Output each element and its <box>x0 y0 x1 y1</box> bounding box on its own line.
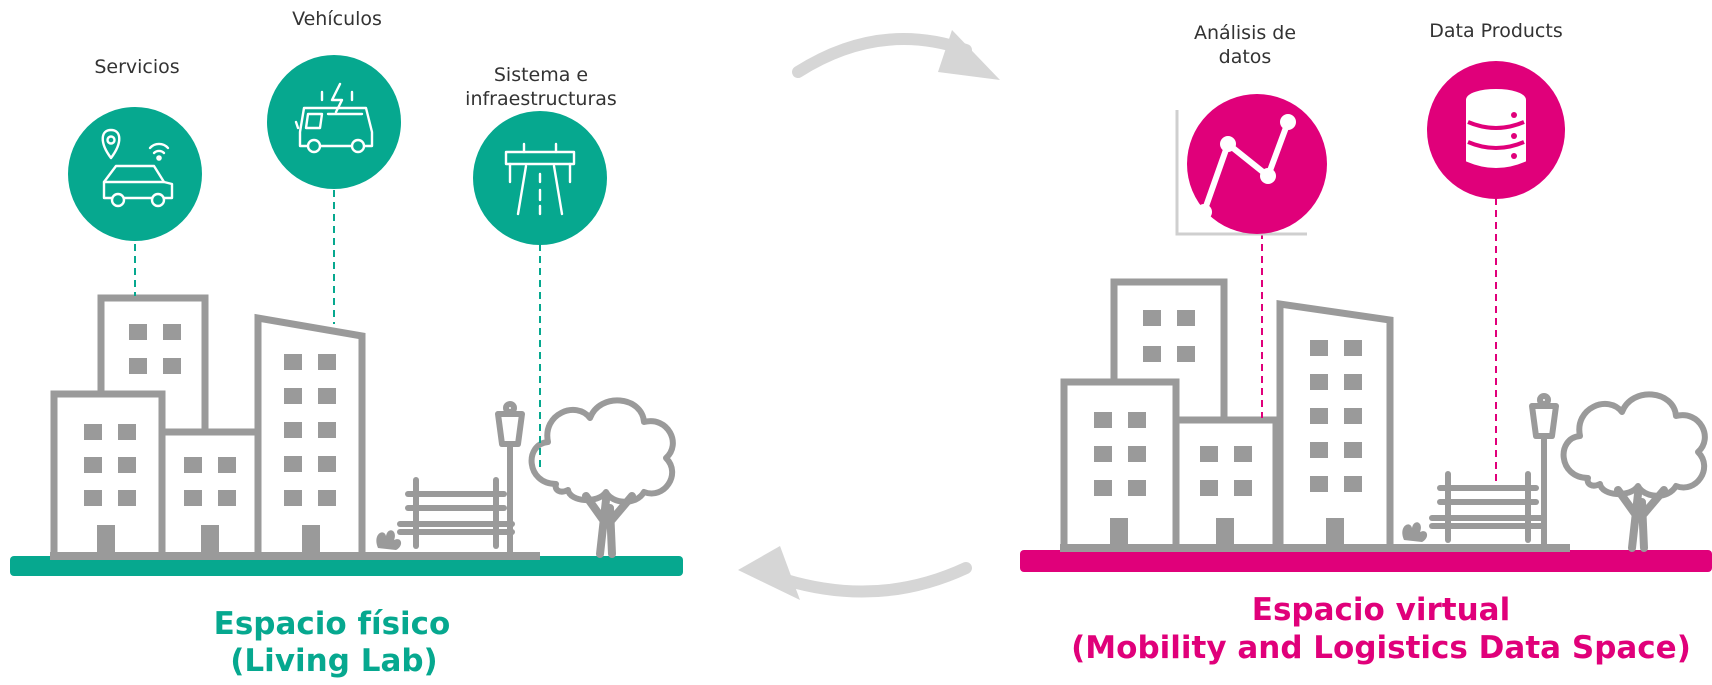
label-sistema-line1: Sistema e <box>493 64 589 86</box>
arrow-top-right-icon <box>792 30 1000 80</box>
line-chart-icon <box>1196 114 1296 220</box>
label-data-products: Data Products <box>1429 20 1563 42</box>
label-vehiculos: Vehículos <box>292 8 382 30</box>
road-gantry-icon <box>504 142 576 216</box>
physical-title-line1: Espacio físico <box>213 606 451 642</box>
node-servicios <box>68 107 202 241</box>
tree-icon <box>1564 394 1705 548</box>
label-sistema-line2: infraestructuras <box>465 88 617 110</box>
virtual-space <box>1020 61 1712 572</box>
node-analisis-datos <box>1175 94 1327 236</box>
node-data-products <box>1427 61 1565 199</box>
bench-icon <box>400 480 512 546</box>
label-analisis-line1: Análisis de <box>1193 22 1297 44</box>
physical-ground-bar <box>10 556 683 576</box>
tree-icon <box>532 400 673 554</box>
virtual-title-line2: (Mobility and Logistics Data Space) <box>1071 630 1691 666</box>
label-analisis-line2: datos <box>1218 46 1272 68</box>
node-vehiculos <box>267 55 401 189</box>
arrow-bottom-left-icon <box>738 546 972 600</box>
node-sistema-infraestructuras <box>473 111 607 245</box>
virtual-ground-bar <box>1020 550 1712 572</box>
database-icon <box>1466 89 1526 168</box>
bench-icon <box>1432 474 1544 540</box>
virtual-title-line1: Espacio virtual <box>1251 592 1511 628</box>
car-location-wifi-icon <box>101 128 174 208</box>
label-servicios: Servicios <box>94 56 180 78</box>
physical-space <box>10 55 683 576</box>
physical-title-line2: (Living Lab) <box>230 643 438 679</box>
electric-bus-icon <box>294 82 374 154</box>
